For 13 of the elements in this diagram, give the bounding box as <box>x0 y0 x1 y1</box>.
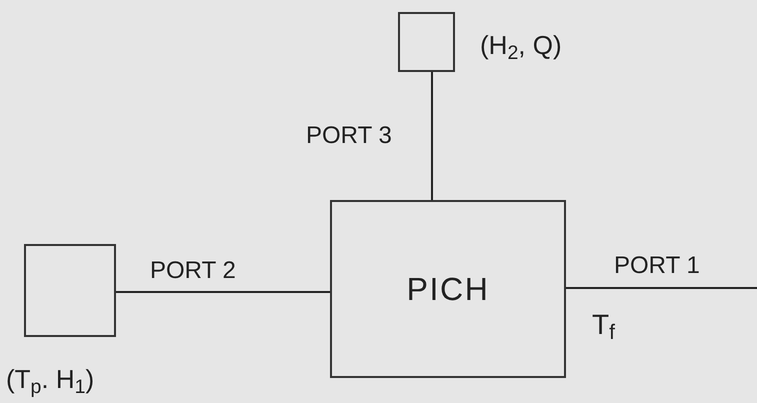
box-title: PICH <box>406 270 490 309</box>
empty-box <box>24 244 116 337</box>
edge-label: PORT 3 <box>306 121 392 151</box>
edge-label: PORT 2 <box>150 256 236 286</box>
process-box <box>330 200 566 378</box>
variable-label: T$_{f}$ <box>592 308 615 346</box>
empty-box <box>398 12 455 72</box>
port-values: (T$_{p}$. H$_{1}$) <box>6 363 94 399</box>
port-values: (H$_{2}$, Q) <box>480 29 562 65</box>
connector-line <box>566 287 757 289</box>
connector-line <box>431 72 433 200</box>
connector-line <box>116 291 330 293</box>
edge-label: PORT 1 <box>614 251 700 281</box>
